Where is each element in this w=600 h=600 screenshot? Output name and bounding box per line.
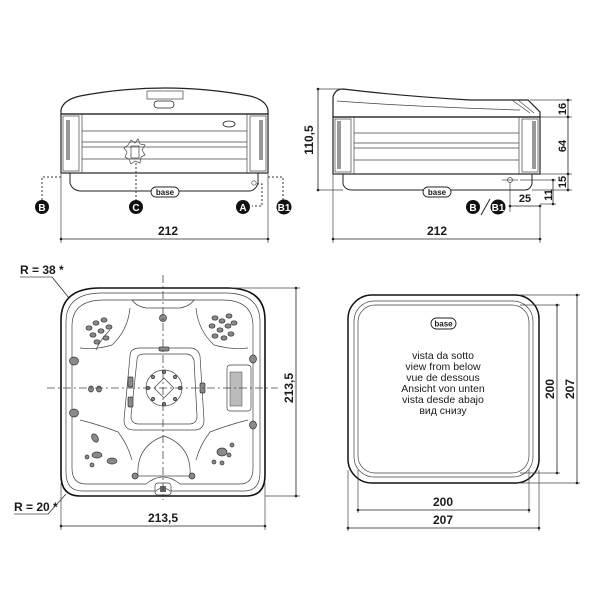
- bottom-base-tag: [430, 317, 457, 330]
- top-view: R = 38 * R = 20 * 213,5 213,5: [14, 263, 300, 530]
- marker-b-side-label: B: [469, 203, 476, 214]
- side-view: base B B1 110,5 16 64 15 11 25: [302, 87, 572, 243]
- bottom-view: base vista da sotto view from below vue …: [346, 293, 580, 531]
- bottom-inner-width-dim: 200: [433, 495, 453, 509]
- side-base-tag: [422, 186, 452, 198]
- bottom-base-label: base: [434, 320, 453, 329]
- front-view: base B C A B1 212: [35, 87, 292, 243]
- side-base-label: base: [428, 188, 447, 197]
- side-width-dim: 212: [427, 224, 447, 238]
- side-height-dim: 110,5: [302, 125, 316, 155]
- marker-b1-side-label: B1: [492, 203, 505, 214]
- caption-ru: вид снизу: [419, 405, 467, 417]
- caption-en: view from below: [405, 361, 481, 373]
- marker-a-label: A: [239, 203, 246, 214]
- base-tag: [150, 186, 180, 198]
- bottom-outer-height-dim: 207: [563, 379, 577, 399]
- dim-15: 15: [557, 176, 569, 188]
- marker-b1: [276, 199, 292, 215]
- marker-b-side: [466, 200, 480, 214]
- base-label: base: [156, 188, 175, 197]
- marker-a: [236, 200, 250, 214]
- bottom-outer-width-dim: 207: [433, 513, 453, 527]
- caption-it: vista da sotto: [412, 350, 474, 362]
- marker-b-label: B: [38, 203, 45, 214]
- top-height-dim: 213,5: [282, 373, 296, 403]
- top-width-dim: 213,5: [148, 511, 178, 525]
- caption-fr: vue de dessous: [406, 372, 480, 384]
- bottom-inner-height-dim: 200: [543, 379, 557, 399]
- marker-b: [35, 200, 49, 214]
- marker-b1-label: B1: [278, 203, 291, 214]
- caption-de: Ansicht von unten: [401, 383, 485, 395]
- radius-bottom-label: R = 20 *: [14, 500, 58, 514]
- marker-c: [129, 200, 143, 214]
- dim-64: 64: [557, 139, 569, 152]
- radius-top-label: R = 38 *: [20, 263, 64, 277]
- dim-25: 25: [519, 193, 531, 205]
- dim-16: 16: [557, 103, 569, 115]
- dim-11: 11: [543, 189, 555, 201]
- caption-es: vista desde abajo: [402, 394, 484, 406]
- front-width-dim: 212: [158, 224, 178, 238]
- marker-c-label: C: [132, 203, 139, 214]
- marker-b1-side: [490, 199, 506, 215]
